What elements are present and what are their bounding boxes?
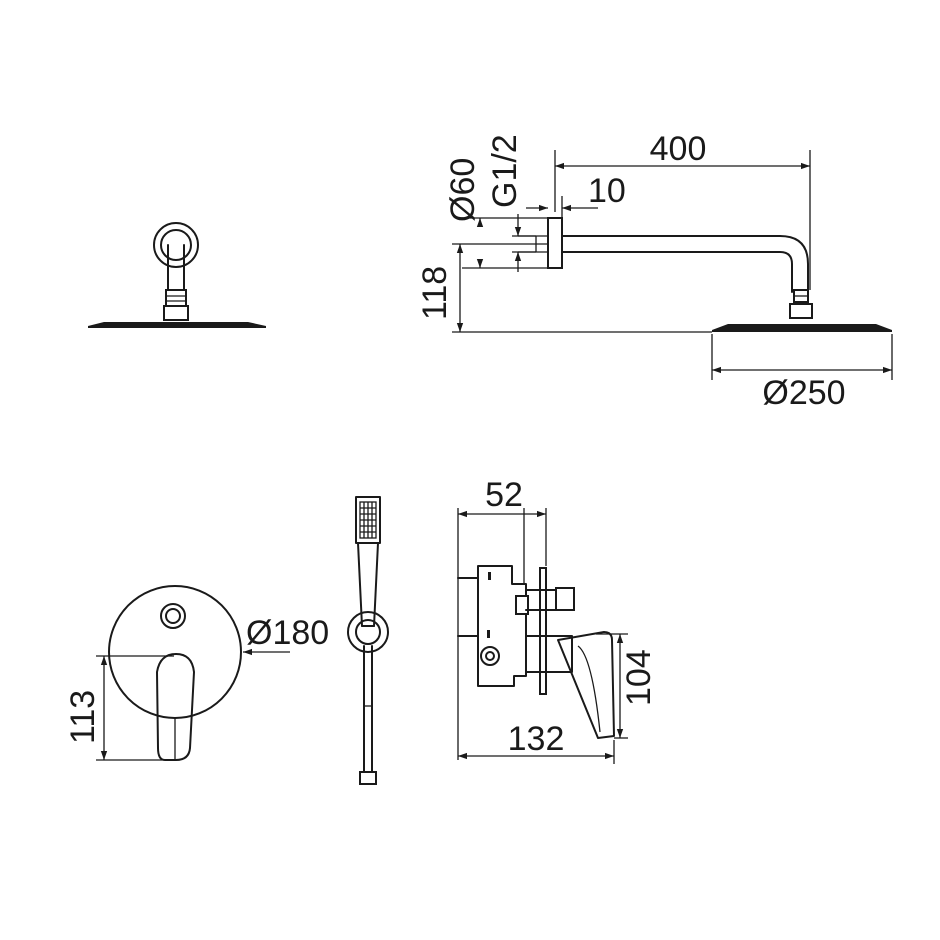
dim-o60-label: Ø60 [444,158,482,222]
dim-113-label: 113 [64,690,102,744]
dim-plate-height: 113 [64,655,174,761]
dim-head-diameter: Ø250 [711,334,893,412]
dim-flange-diameter: Ø60 [444,158,548,269]
shower-head-front-view [88,222,266,328]
dim-arm-length: 400 [554,130,811,290]
hand-shower [347,496,389,785]
dim-valve-total-depth: 132 [458,720,615,764]
dim-thread: G1/2 [486,134,536,272]
dim-132-label: 132 [508,720,565,758]
dim-o250-label: Ø250 [762,374,845,412]
dim-o180-label: Ø180 [246,614,329,652]
dim-52-label: 52 [485,476,523,514]
dim-drop-height: 118 [416,243,712,333]
dim-400-label: 400 [650,130,707,168]
mixer-plate-front-view [108,585,242,761]
dim-g12-label: G1/2 [486,134,524,208]
dim-lever-height: 104 [596,633,658,739]
dim-flange-depth: 10 [526,172,626,218]
dim-plate-diameter: Ø180 [243,614,329,656]
dim-valve-depth: 52 [457,476,547,760]
dim-10-label: 10 [588,172,626,210]
mixer-valve-side-view [457,565,615,739]
dim-104-label: 104 [620,649,658,706]
dim-118-label: 118 [416,266,454,320]
shower-arm-side-view [518,217,892,332]
